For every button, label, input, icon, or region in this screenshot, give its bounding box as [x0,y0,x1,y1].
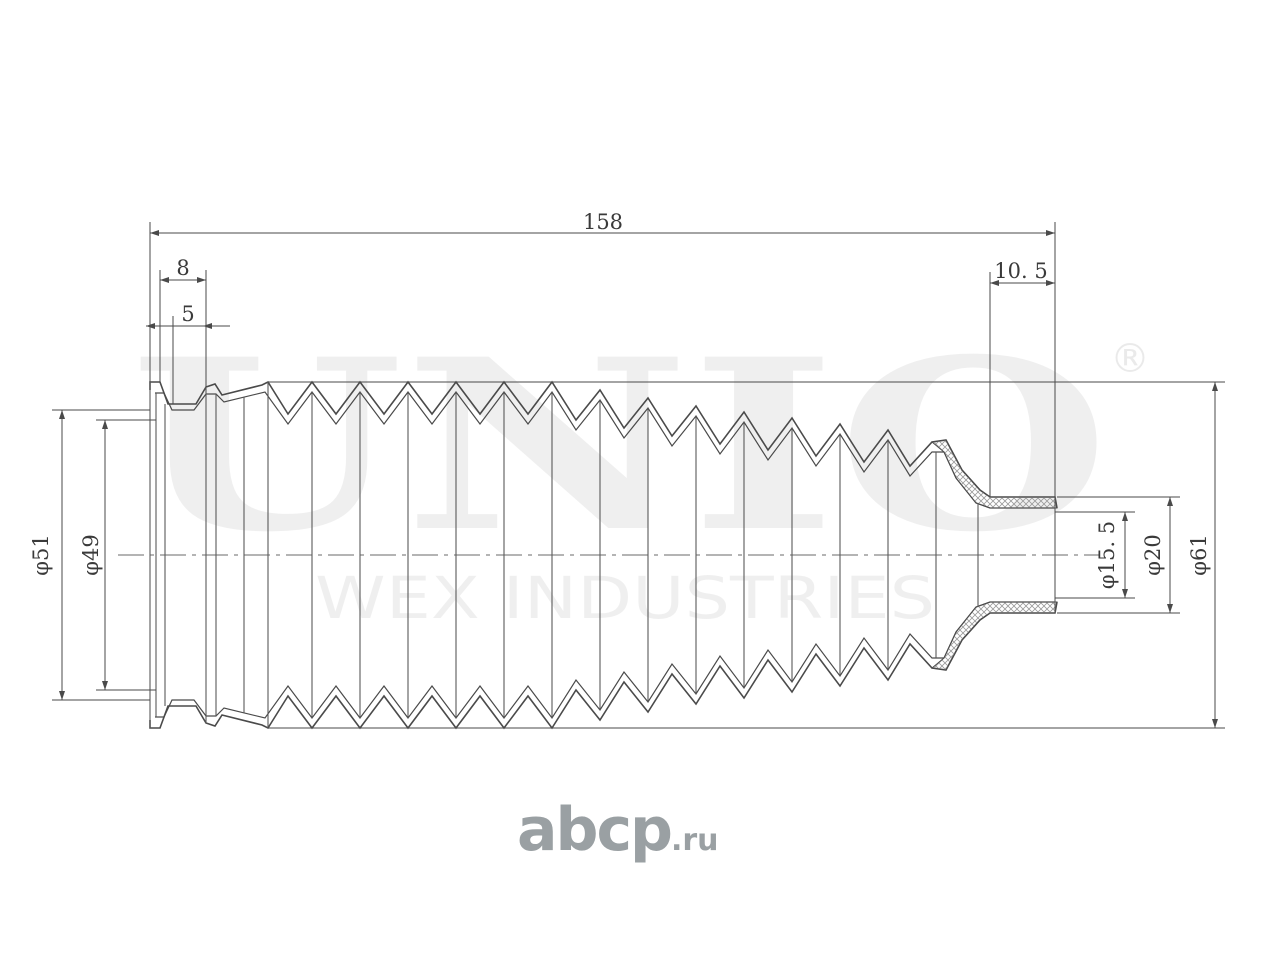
dim-inner-small-diameter: φ15. 5 [1095,521,1119,589]
abcp-logo: abcp.ru [517,795,719,865]
dim-max-bellows-diameter: φ61 [1187,534,1211,575]
dim-small-end-length: 10. 5 [994,259,1047,283]
dim-groove-width: 5 [181,302,194,326]
dim-inner-large-diameter: φ49 [79,534,103,575]
dim-flange-width: 8 [176,256,189,280]
watermark-brand: UNIO [130,308,1110,584]
abcp-logo-main: abcp [517,795,673,865]
dim-outer-large-diameter: φ51 [29,534,53,575]
abcp-logo-domain: .ru [670,823,719,858]
boot-small-end-hatch-bottom [930,601,1058,671]
watermark-registered-mark: ® [1110,336,1150,382]
boot-small-end-hatch-top [930,439,1058,509]
dimension-lines [52,222,1225,729]
watermark-tagline: WEX INDUSTRIES [315,564,935,632]
dim-overall-length: 158 [583,210,623,234]
boot-bottom-outer-profile [149,601,1058,730]
boot-top-outer-profile [149,380,1058,509]
boot-section-lines [149,382,1056,728]
dim-outer-small-diameter: φ20 [1141,534,1165,575]
boot-top-inner-profile [155,390,1055,509]
bellows-boot [149,380,1058,730]
boot-bottom-inner-profile [155,601,1055,720]
